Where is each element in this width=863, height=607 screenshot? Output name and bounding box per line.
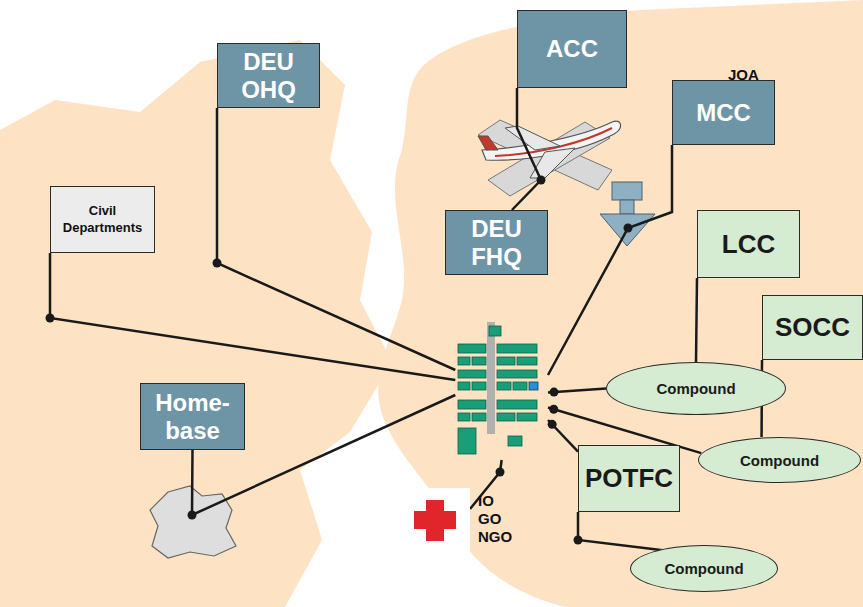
- node-label: Civil Departments: [57, 203, 148, 237]
- connector-line: [217, 108, 455, 370]
- region-label: JOA: [728, 66, 759, 83]
- junction-dot: [46, 314, 55, 323]
- node-label: MCC: [696, 99, 751, 127]
- airplane: [478, 120, 621, 196]
- node-label: Compound: [664, 560, 743, 577]
- node-label: SOCC: [775, 313, 850, 342]
- connector-line: [50, 253, 455, 380]
- junction-dot: [496, 468, 505, 477]
- compound-ellipse: Compound: [698, 437, 861, 483]
- fhq-flag: DEU FHQ: [445, 210, 548, 275]
- component-flag: MCC: [672, 80, 775, 145]
- fhq-node: DEU FHQ: [445, 210, 548, 460]
- connector-line: [578, 512, 667, 551]
- node-label: IO GO NGO: [478, 492, 512, 546]
- home-country-map: [0, 40, 392, 607]
- component-flag: SOCC: [762, 295, 863, 360]
- ship-symbol: [600, 182, 655, 246]
- hq-flag: DEU OHQ: [217, 43, 320, 108]
- connector-line: [696, 278, 697, 362]
- junction-dot: [537, 176, 546, 185]
- node-label: LCC: [722, 230, 775, 259]
- junction-dot: [549, 405, 558, 414]
- junction-dot: [549, 388, 558, 397]
- compound-ellipse: Compound: [606, 362, 786, 415]
- node-label: DEU OHQ: [224, 48, 313, 103]
- component-flag: ACC: [517, 10, 627, 88]
- component-flag: POTFC: [578, 445, 680, 512]
- hq-building: [458, 322, 538, 454]
- aid-organisations: IO GO NGO: [400, 488, 540, 558]
- connector-line: [548, 145, 672, 375]
- homebase-flag: Home-base: [140, 383, 245, 450]
- junction-dot: [624, 224, 633, 233]
- junction-dot: [188, 511, 197, 520]
- node-label: Home-base: [147, 389, 238, 444]
- compound-ellipse: Compound: [630, 545, 778, 592]
- junction-dot: [213, 259, 222, 268]
- node-label: Compound: [740, 452, 819, 469]
- component-flag: LCC: [697, 210, 800, 278]
- connector-line: [512, 88, 541, 210]
- node-label: Compound: [656, 380, 735, 397]
- junction-dot: [574, 536, 583, 545]
- joa-region: [378, 0, 863, 607]
- node-label: POTFC: [585, 464, 673, 493]
- node-label: DEU FHQ: [452, 215, 541, 270]
- red-cross-symbol: [400, 488, 470, 553]
- junction-dot: [548, 420, 557, 429]
- connector-line: [548, 420, 578, 452]
- civil-flag: Civil Departments: [50, 186, 155, 253]
- node-label: ACC: [546, 35, 598, 63]
